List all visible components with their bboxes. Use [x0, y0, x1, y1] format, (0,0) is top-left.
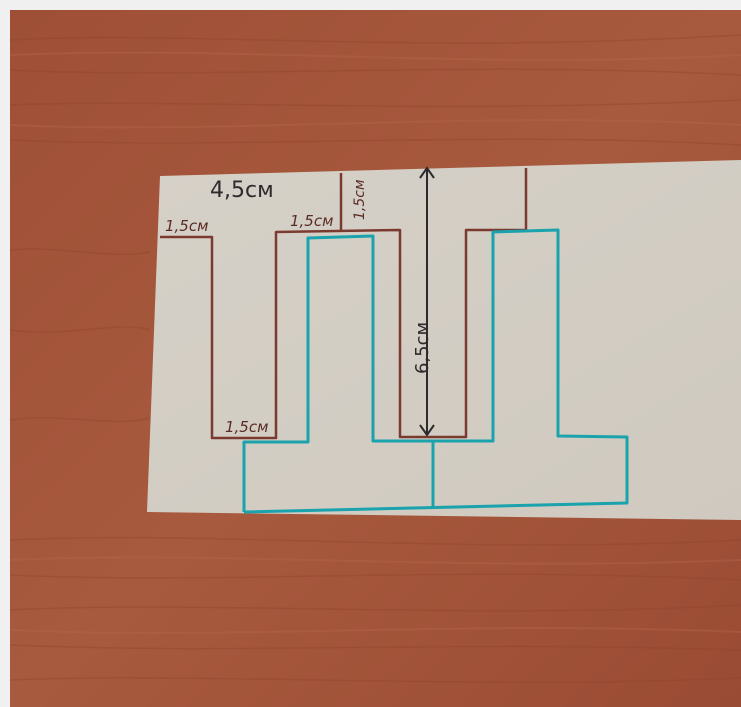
label-depth: 6,5см: [412, 322, 433, 374]
brown-outline: [160, 168, 528, 440]
label-left-arm: 1,5см: [165, 217, 208, 235]
label-top-width: 4,5см: [210, 178, 274, 203]
paper-sheet: [147, 160, 741, 520]
wood-grain-light: [9, 51, 741, 634]
teal-outline: [242, 228, 629, 514]
label-mid-arm: 1,5см: [290, 212, 333, 230]
label-bottom-width: 1,5см: [225, 418, 268, 436]
wood-grain: [9, 34, 741, 683]
dimension-arrow: [419, 166, 435, 437]
label-top-height: 1,5см: [352, 179, 368, 220]
